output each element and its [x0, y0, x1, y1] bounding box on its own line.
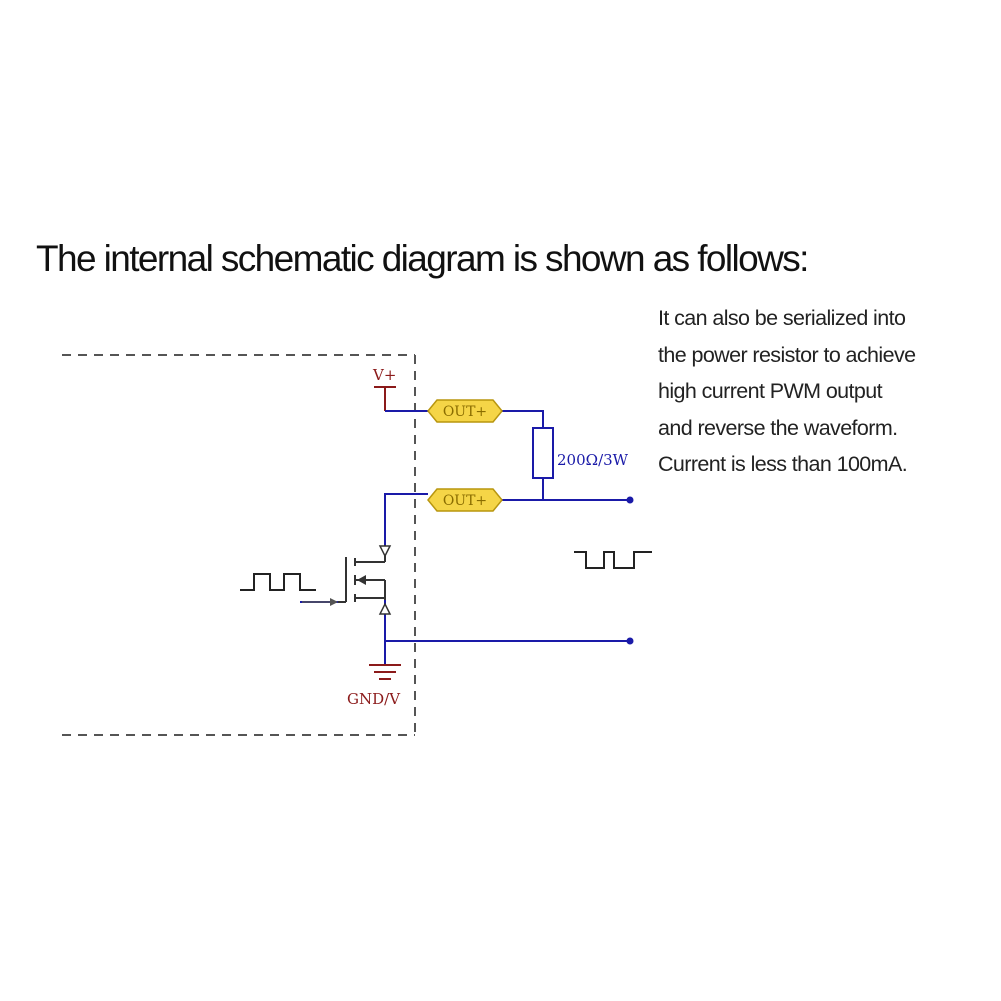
drain-diode-icon [378, 545, 392, 558]
description-line: and reverse the waveform. [658, 415, 898, 440]
mosfet-arrow-icon [357, 575, 366, 585]
output-terminal-upper: OUT+ [427, 399, 503, 423]
load-resistor [532, 427, 554, 479]
ground-symbol [369, 664, 401, 680]
description-text: It can also be serialized into the power… [658, 300, 988, 483]
supply-label: V+ [372, 366, 396, 384]
description-line: Current is less than 100mA. [658, 452, 908, 476]
supply-symbol [374, 386, 396, 411]
output-node-upper [626, 496, 634, 504]
source-diode-icon [378, 602, 392, 615]
page-heading: The internal schematic diagram is shown … [36, 238, 809, 279]
terminal-lower-label: OUT+ [443, 493, 487, 509]
description-line: It can also be serialized into [658, 306, 906, 330]
ground-label: GND/V [347, 690, 401, 708]
resistor-label: 200Ω/3W [557, 451, 629, 469]
output-node-lower [626, 637, 634, 645]
mosfet-symbol [338, 545, 386, 603]
description-line: high current PWM output [658, 379, 883, 403]
input-pulse-waveform-icon [240, 573, 316, 591]
circuit-wires [300, 410, 628, 665]
module-boundary [62, 354, 416, 736]
terminal-upper-label: OUT+ [443, 404, 487, 420]
description-line: the power resistor to achieve [658, 342, 916, 367]
output-terminal-lower: OUT+ [427, 488, 503, 512]
output-pulse-waveform-icon [574, 551, 652, 569]
